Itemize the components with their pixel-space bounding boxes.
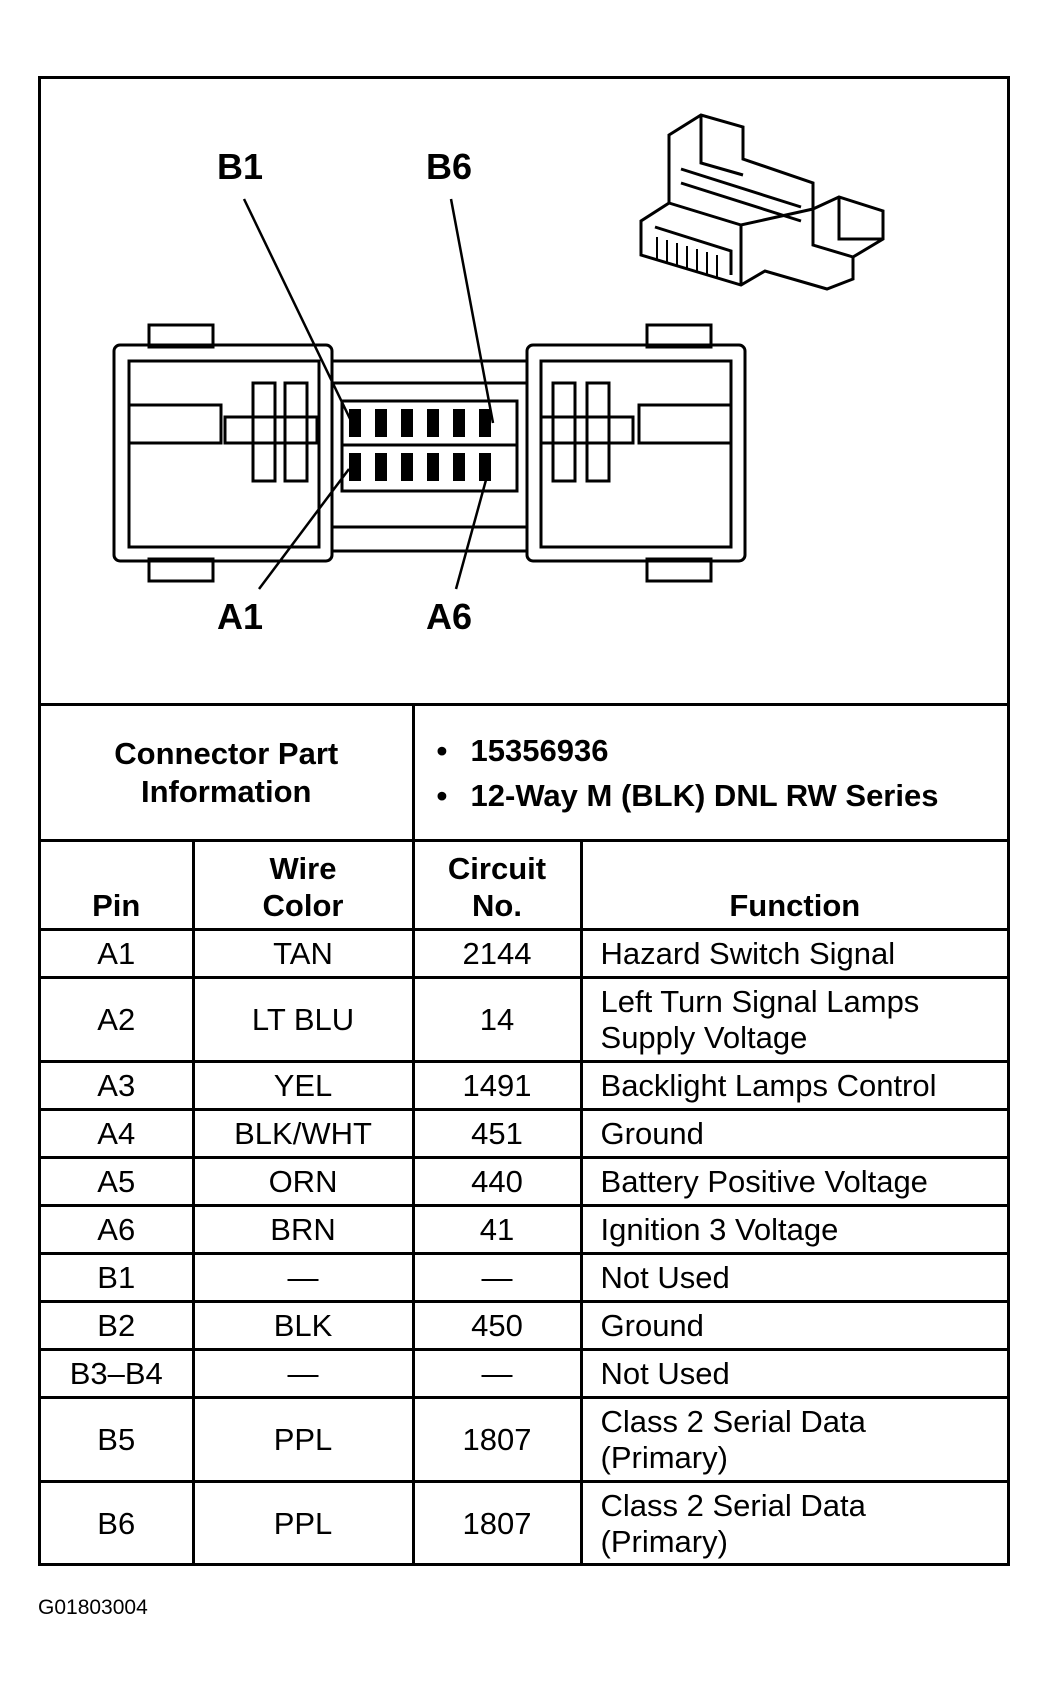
- wire-color-cell: LT BLU: [191, 976, 415, 1063]
- wire-color-cell: BLK/WHT: [191, 1108, 415, 1159]
- pin-label-a6: A6: [426, 596, 473, 637]
- right-latch-slot: [637, 403, 733, 445]
- figure-id: G01803004: [38, 1596, 148, 1619]
- terminal-cells: [349, 409, 491, 481]
- circuit-cell: —: [411, 1252, 583, 1303]
- connector-frame: B1 B6 A1 A6 Connector Part Information 1…: [38, 76, 1010, 1566]
- right-housing: [525, 343, 747, 563]
- function-cell: Not Used: [579, 1252, 1008, 1303]
- pin-cell: B5: [41, 1396, 195, 1483]
- left-bottom-tab: [147, 557, 215, 583]
- pin-cell: A6: [41, 1204, 195, 1255]
- function-cell: Backlight Lamps Control: [579, 1060, 1008, 1111]
- function-cell: Class 2 Serial Data (Primary): [579, 1396, 1008, 1483]
- function-cell: Hazard Switch Signal: [579, 928, 1008, 979]
- right-bottom-tab: [645, 557, 713, 583]
- circuit-cell: 440: [411, 1156, 583, 1207]
- circuit-cell: 1491: [411, 1060, 583, 1111]
- pin-cell: A2: [41, 976, 195, 1063]
- pin-cell: B3–B4: [41, 1348, 195, 1399]
- wire-color-cell: PPL: [191, 1396, 415, 1483]
- header-circuit-no: Circuit No.: [411, 839, 583, 931]
- circuit-cell: 451: [411, 1108, 583, 1159]
- right-housing-inner: [539, 359, 733, 549]
- pin-cell: A5: [41, 1156, 195, 1207]
- connector-pinout-table: Connector Part Information 15356936 12-W…: [41, 703, 1008, 1566]
- pin-label-b1: B1: [217, 146, 264, 187]
- pin-label-b6: B6: [426, 146, 473, 187]
- circuit-cell: 450: [411, 1300, 583, 1351]
- center-body: [330, 359, 529, 553]
- part-number: 15356936: [437, 732, 1008, 769]
- pin-cell: B2: [41, 1300, 195, 1351]
- wire-color-cell: —: [191, 1348, 415, 1399]
- function-cell: Ground: [579, 1300, 1008, 1351]
- function-cell: Ground: [579, 1108, 1008, 1159]
- header-pin: Pin: [41, 839, 195, 931]
- left-housing-inner: [127, 359, 321, 549]
- left-crossbar: [223, 415, 319, 445]
- table-header-row: Pin Wire Color Circuit No. Function: [41, 839, 1008, 931]
- pin-cell: B1: [41, 1252, 195, 1303]
- function-cell: Left Turn Signal Lamps Supply Voltage: [579, 976, 1008, 1063]
- circuit-cell: 41: [411, 1204, 583, 1255]
- pin-leader-lines: [242, 198, 495, 590]
- right-post: [551, 381, 577, 483]
- header-wire-color: Wire Color: [191, 839, 415, 931]
- pin-label-a1: A1: [217, 596, 264, 637]
- right-top-tab: [645, 323, 713, 349]
- circuit-cell: 1807: [411, 1396, 583, 1483]
- table-row: B3–B4——Not Used: [41, 1348, 1008, 1399]
- left-post-2: [283, 381, 309, 483]
- left-post: [251, 381, 277, 483]
- connector-iso-ribs: [656, 237, 718, 277]
- circuit-cell: 1807: [411, 1480, 583, 1566]
- header-function: Function: [579, 839, 1008, 931]
- right-post-2: [585, 381, 611, 483]
- function-cell: Class 2 Serial Data (Primary): [579, 1480, 1008, 1566]
- pin-cell: A4: [41, 1108, 195, 1159]
- pin-cell: A1: [41, 928, 195, 979]
- table-row: B1——Not Used: [41, 1252, 1008, 1303]
- wire-color-cell: —: [191, 1252, 415, 1303]
- circuit-cell: 14: [411, 976, 583, 1063]
- connector-part-info-list: 15356936 12-Way M (BLK) DNL RW Series: [411, 703, 1008, 842]
- connector-iso-view: [639, 113, 885, 291]
- connector-face-drawing: [112, 113, 885, 590]
- function-cell: Not Used: [579, 1348, 1008, 1399]
- function-cell: Ignition 3 Voltage: [579, 1204, 1008, 1255]
- left-housing: [112, 343, 334, 563]
- connector-description: 12-Way M (BLK) DNL RW Series: [437, 777, 1008, 814]
- wire-color-cell: PPL: [191, 1480, 415, 1566]
- connector-part-info-title: Connector Part Information: [41, 703, 415, 842]
- wire-color-cell: YEL: [191, 1060, 415, 1111]
- wire-color-cell: ORN: [191, 1156, 415, 1207]
- circuit-cell: 2144: [411, 928, 583, 979]
- left-latch-slot: [127, 403, 223, 445]
- pin-cell: B6: [41, 1480, 195, 1566]
- function-cell: Battery Positive Voltage: [579, 1156, 1008, 1207]
- wire-color-cell: BLK: [191, 1300, 415, 1351]
- connector-part-info-row: Connector Part Information 15356936 12-W…: [41, 703, 1008, 842]
- wire-color-cell: TAN: [191, 928, 415, 979]
- wire-color-cell: BRN: [191, 1204, 415, 1255]
- pin-cell: A3: [41, 1060, 195, 1111]
- connector-diagram: B1 B6 A1 A6: [41, 79, 1007, 703]
- left-top-tab: [147, 323, 215, 349]
- circuit-cell: —: [411, 1348, 583, 1399]
